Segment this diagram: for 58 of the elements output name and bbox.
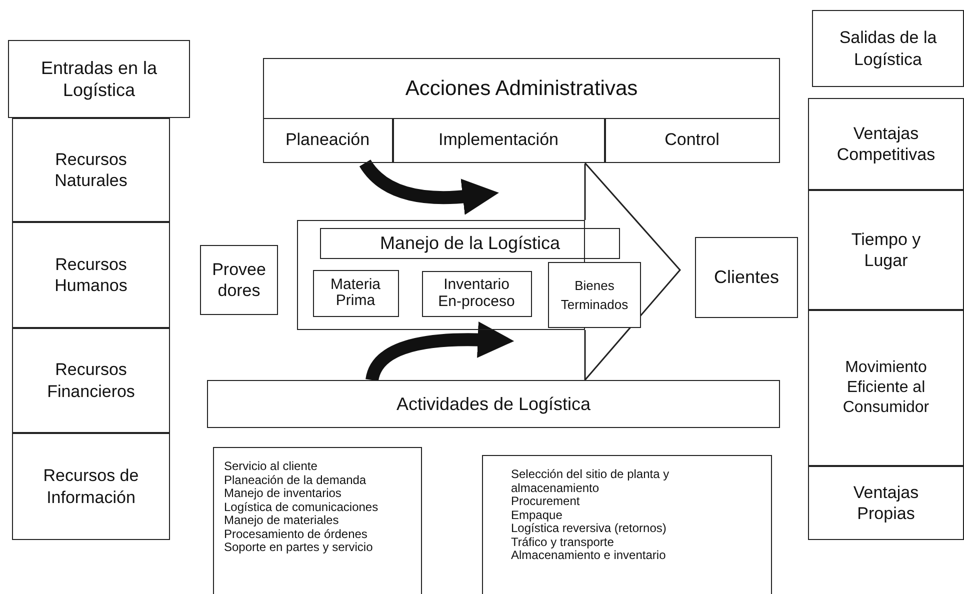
list-item: Procesamiento de órdenes: [224, 528, 368, 541]
list-item: Logística reversiva (retornos): [511, 522, 666, 536]
node-label: Recursos Naturales: [54, 148, 128, 192]
node-label: Salidas de la Logística: [838, 27, 938, 70]
label-box: [200, 245, 278, 315]
list-item: Servicio al cliente: [224, 460, 318, 474]
label-box: [12, 222, 170, 328]
node-label: Acciones Administrativas: [405, 76, 638, 102]
label-box: [808, 190, 964, 310]
list-item: Manejo de inventarios: [224, 487, 342, 500]
node-label: Ventajas Competitivas: [836, 122, 936, 166]
list-item: Soporte en partes y servicio: [224, 541, 373, 554]
label-box: [695, 237, 798, 318]
label-box: [262, 118, 392, 162]
list-item: Empaque: [511, 508, 562, 522]
node-label: Planeación: [285, 129, 370, 151]
list-item: Tráfico y transporte: [511, 536, 614, 549]
node-label: Recursos de Información: [42, 465, 140, 508]
label-box: [12, 328, 170, 433]
list-item: Procurement: [511, 495, 580, 508]
node-label: Recursos Financieros: [46, 359, 136, 402]
node-label: Actividades de Logística: [396, 392, 591, 416]
label-box: [422, 270, 532, 316]
label-box: [808, 98, 964, 190]
label-box: [808, 466, 964, 540]
label-box: [604, 118, 780, 162]
node-label: Control: [664, 129, 720, 151]
node-label: Clientes: [714, 266, 780, 289]
node-label: Recursos Humanos: [54, 254, 128, 296]
list-item: Logística de comunicaciones: [224, 500, 378, 514]
list-box: [482, 455, 772, 594]
label-box: [808, 310, 964, 466]
node-label: Implementación: [438, 129, 558, 151]
label-box: [548, 262, 641, 328]
list-item: Almacenamiento e inventario: [511, 549, 666, 562]
node-label: Inventario En-proceso: [437, 277, 516, 310]
list-item: Planeación de la demanda: [224, 474, 366, 487]
node-label: Materia Prima: [329, 276, 382, 310]
node-label: Tiempo y Lugar: [850, 228, 922, 272]
label-box: [392, 118, 604, 162]
node-label: Manejo de la Logística: [380, 232, 560, 255]
node-label: Entradas en la Logística: [40, 56, 158, 102]
label-box: [263, 58, 780, 163]
label-box: [12, 433, 170, 540]
label-box: [320, 228, 620, 259]
label-box: [207, 380, 780, 428]
node-label: Provee dores: [211, 258, 267, 302]
label-box: [812, 10, 964, 87]
curved-arrow: [366, 322, 514, 382]
node-label: Bienes Terminados: [560, 276, 630, 314]
list-box: [213, 447, 422, 594]
list-item: Selección del sitio de planta y almacenamiento: [511, 468, 670, 495]
node-label: Ventajas Propias: [852, 482, 920, 524]
label-box: [312, 270, 398, 316]
list-item: Manejo de materiales: [224, 514, 339, 528]
node-label: Movimiento Eficiente al Consumidor: [842, 358, 930, 418]
label-box: [12, 118, 170, 222]
label-box: [8, 40, 190, 118]
